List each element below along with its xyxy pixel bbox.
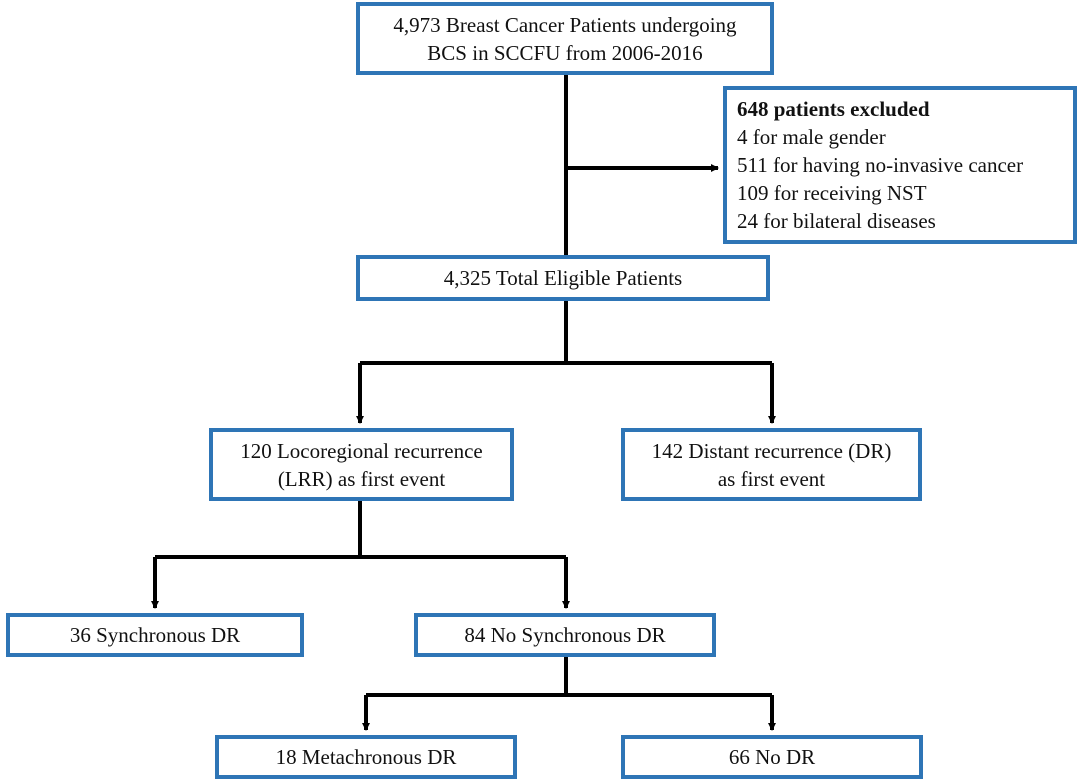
- eligible-label: 4,325 Total Eligible Patients: [443, 266, 683, 290]
- excluded-heading: 648 patients excluded: [737, 97, 930, 121]
- excluded-patients-box: 648 patients excluded 4 for male gender …: [723, 86, 1077, 244]
- nodr-label: 66 No DR: [728, 745, 816, 769]
- synchronous-dr-box: 36 Synchronous DR: [6, 613, 304, 657]
- lrr-line-2: (LRR) as first event: [277, 466, 446, 491]
- metachronous-dr-box: 18 Metachronous DR: [215, 735, 517, 779]
- no-dr-box: 66 No DR: [621, 735, 923, 779]
- excluded-reason: 24 for bilateral diseases: [737, 209, 936, 233]
- dr-line-2: as first event: [717, 466, 826, 491]
- excluded-reason: 4 for male gender: [737, 125, 886, 149]
- no-synchronous-dr-box: 84 No Synchronous DR: [414, 613, 716, 657]
- dr-line-1: 142 Distant recurrence (DR): [651, 438, 892, 463]
- source-line-2: BCS in SCCFU from 2006-2016: [427, 40, 703, 65]
- excluded-reason: 511 for having no-invasive cancer: [737, 153, 1024, 177]
- eligible-patients-box: 4,325 Total Eligible Patients: [356, 255, 770, 301]
- sync-label: 36 Synchronous DR: [69, 623, 241, 647]
- locoregional-recurrence-box: 120 Locoregional recurrence (LRR) as fir…: [209, 428, 514, 501]
- source-line-1: 4,973 Breast Cancer Patients undergoing: [393, 12, 737, 37]
- excluded-reason: 109 for receiving NST: [737, 181, 927, 205]
- lrr-line-1: 120 Locoregional recurrence: [240, 438, 483, 463]
- metachronous-label: 18 Metachronous DR: [275, 745, 457, 769]
- distant-recurrence-box: 142 Distant recurrence (DR) as first eve…: [621, 428, 922, 501]
- nosync-label: 84 No Synchronous DR: [464, 623, 666, 647]
- source-population-box: 4,973 Breast Cancer Patients undergoing …: [356, 2, 774, 75]
